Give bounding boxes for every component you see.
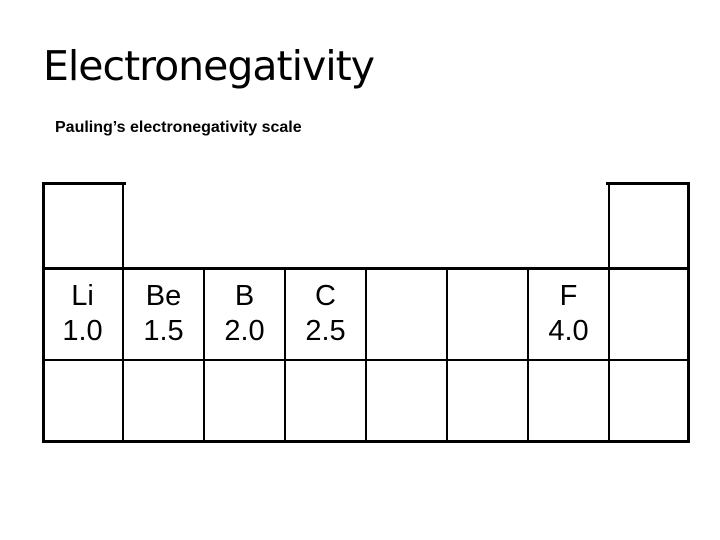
slide-title: Electronegativity: [43, 42, 375, 90]
element-value: 1.5: [143, 314, 184, 347]
grid-line-right-edge: [687, 182, 690, 443]
grid-line-col3-col4: [284, 267, 286, 443]
grid-line-col6-col7: [527, 267, 529, 443]
periodic-table-fragment: Li 1.0 Be 1.5 B 2.0 C 2.5 F 4.0: [42, 182, 690, 443]
grid-line-col1-col2: [122, 182, 124, 443]
element-symbol: Be: [145, 279, 182, 312]
grid-line-col2-col3: [203, 267, 205, 443]
element-cell-b: B 2.0: [204, 267, 285, 360]
element-symbol: Li: [71, 279, 94, 312]
grid-line-left-edge: [42, 182, 45, 443]
element-value: 1.0: [62, 314, 103, 347]
grid-line-col7-col8: [608, 182, 610, 443]
element-cell-c: C 2.5: [285, 267, 366, 360]
element-symbol: C: [315, 279, 336, 312]
element-symbol: B: [234, 279, 255, 312]
element-symbol: F: [559, 279, 578, 312]
grid-line-col4-col5: [365, 267, 367, 443]
element-cell-f: F 4.0: [528, 267, 609, 360]
grid-line-top-left-cap: [42, 182, 126, 185]
element-value: 2.5: [305, 314, 346, 347]
element-cell-li: Li 1.0: [42, 267, 123, 360]
element-value: 2.0: [224, 314, 265, 347]
grid-line-col5-col6: [446, 267, 448, 443]
slide-subtitle: Pauling’s electronegativity scale: [55, 119, 302, 136]
grid-line-top-right-cap: [606, 182, 690, 185]
element-cell-be: Be 1.5: [123, 267, 204, 360]
element-value: 4.0: [548, 314, 589, 347]
